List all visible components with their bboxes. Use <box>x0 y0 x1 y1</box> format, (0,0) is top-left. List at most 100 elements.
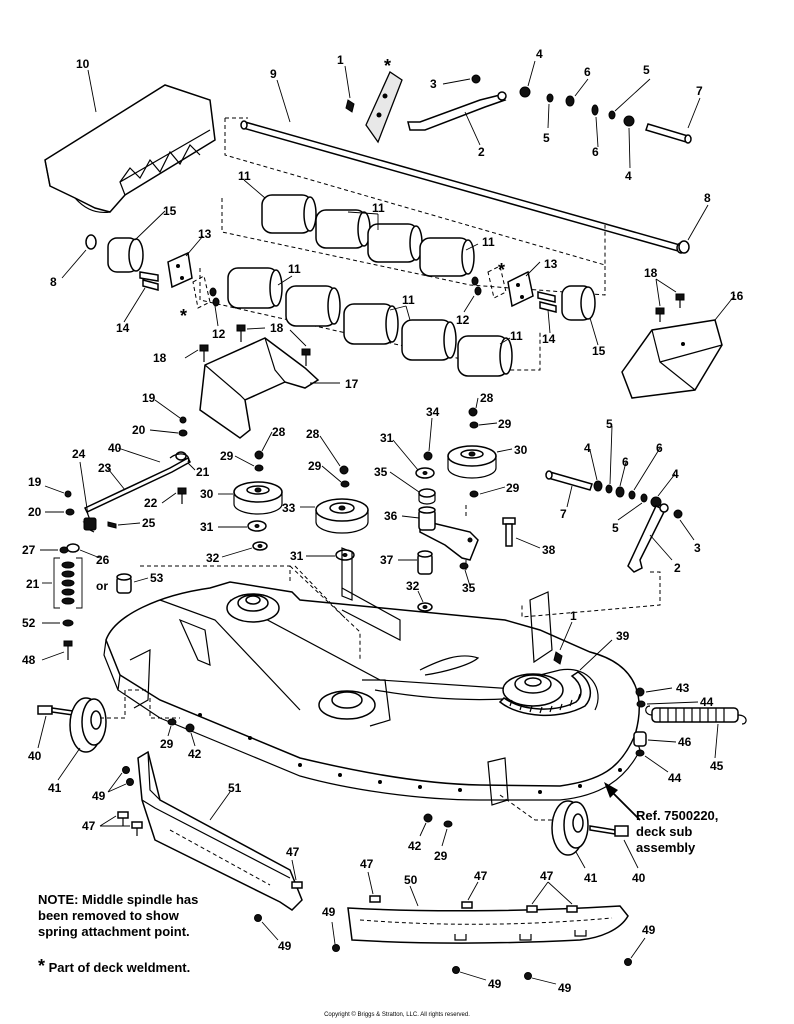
callout-8-left[interactable]: 8 <box>50 275 57 289</box>
part-29-washer-e[interactable] <box>167 718 177 726</box>
part-39-spring-guard[interactable] <box>498 671 592 716</box>
callout-38[interactable]: 38 <box>542 543 556 557</box>
callout-14-left[interactable]: 14 <box>116 321 130 335</box>
callout-15-right[interactable]: 15 <box>592 344 606 358</box>
callout-11-a[interactable]: 11 <box>238 169 251 183</box>
callout-41-left[interactable]: 41 <box>48 781 62 795</box>
part-20-washer-b[interactable] <box>65 508 75 516</box>
part-8-washer-right[interactable] <box>678 240 690 254</box>
part-2-arm-lower[interactable] <box>627 503 669 573</box>
callout-49-e[interactable]: 49 <box>488 977 502 991</box>
callout-7-top[interactable]: 7 <box>696 84 703 98</box>
part-6-bushing-b[interactable] <box>591 104 599 116</box>
callout-11-f[interactable]: 11 <box>510 329 523 343</box>
callout-29-b[interactable]: 29 <box>308 459 322 473</box>
part-35-bushing-a[interactable] <box>418 488 436 505</box>
part-38-bolt[interactable] <box>502 517 516 547</box>
callout-12-right[interactable]: 12 <box>456 313 470 327</box>
callout-24[interactable]: 24 <box>72 447 86 461</box>
callout-35-b[interactable]: 35 <box>462 581 476 595</box>
callout-30-b[interactable]: 30 <box>514 443 528 457</box>
callout-29-d[interactable]: 29 <box>506 481 520 495</box>
callout-5-top-b[interactable]: 5 <box>543 131 550 145</box>
callout-13-right[interactable]: 13 <box>544 257 558 271</box>
part-29-washer-a[interactable] <box>254 464 264 472</box>
part-33-pulley[interactable] <box>315 498 369 534</box>
part-15-wheel-right[interactable] <box>561 285 596 321</box>
part-47-bolt-c[interactable] <box>291 881 303 889</box>
callout-28-a[interactable]: 28 <box>272 425 286 439</box>
part-41-wheel-right[interactable] <box>551 800 589 856</box>
part-49-nut-f[interactable] <box>452 966 460 974</box>
callout-29-f[interactable]: 29 <box>434 849 448 863</box>
part-10-cover[interactable] <box>44 84 216 214</box>
callout-31-b[interactable]: 31 <box>290 549 304 563</box>
callout-40-upper[interactable]: 40 <box>108 441 122 455</box>
callout-29-a[interactable]: 29 <box>220 449 234 463</box>
part-52-washer[interactable] <box>62 619 74 627</box>
callout-33[interactable]: 33 <box>282 501 296 515</box>
callout-27[interactable]: 27 <box>22 543 36 557</box>
callout-40-left[interactable]: 40 <box>28 749 42 763</box>
callout-53[interactable]: 53 <box>150 571 164 585</box>
callout-42-a[interactable]: 42 <box>188 747 202 761</box>
part-47-bolt-a[interactable] <box>117 811 129 826</box>
part-1-clip[interactable] <box>345 99 355 113</box>
part-28-nut-c[interactable] <box>468 407 478 417</box>
part-3-nut[interactable] <box>471 74 481 84</box>
part-49-nut-a[interactable] <box>122 766 130 774</box>
part-11-roller-c[interactable] <box>367 223 423 263</box>
callout-44-b[interactable]: 44 <box>668 771 682 785</box>
part-11-roller-i[interactable] <box>457 335 513 377</box>
part-47-bolt-g[interactable] <box>566 905 578 913</box>
callout-52[interactable]: 52 <box>22 616 36 630</box>
callout-42-b[interactable]: 42 <box>408 839 422 853</box>
part-18-bolt-c[interactable] <box>301 348 311 366</box>
part-11-roller-g[interactable] <box>343 303 399 345</box>
callout-26[interactable]: 26 <box>96 553 110 567</box>
part-11-roller-d[interactable] <box>419 237 475 277</box>
callout-5-low-b[interactable]: 5 <box>612 521 619 535</box>
callout-17[interactable]: 17 <box>345 377 359 391</box>
callout-5-low-a[interactable]: 5 <box>606 417 613 431</box>
callout-49-a[interactable]: 49 <box>92 789 106 803</box>
callout-32-a[interactable]: 32 <box>206 551 220 565</box>
part-41-wheel-left[interactable] <box>69 697 107 753</box>
part-50-baffle[interactable] <box>347 905 629 944</box>
callout-31-c[interactable]: 31 <box>380 431 394 445</box>
callout-47-c[interactable]: 47 <box>360 857 374 871</box>
part-43-nut[interactable] <box>635 687 645 697</box>
callout-9[interactable]: 9 <box>270 67 277 81</box>
callout-5-top-a[interactable]: 5 <box>643 63 650 77</box>
callout-49-c[interactable]: 49 <box>322 905 336 919</box>
part-2-arm-upper[interactable] <box>407 91 507 131</box>
part-18-bolt-right-a[interactable] <box>675 293 685 308</box>
callout-11-c[interactable]: 11 <box>482 235 495 249</box>
part-17-bracket[interactable] <box>199 337 320 439</box>
part-42-nut-a[interactable] <box>185 723 195 733</box>
part-31-spacer-b[interactable] <box>335 549 355 561</box>
deck-weldment[interactable] <box>103 547 641 806</box>
callout-47-b[interactable]: 47 <box>286 845 300 859</box>
part-28-nut-a[interactable] <box>254 450 264 460</box>
part-26-washer[interactable] <box>66 543 80 553</box>
callout-44-a[interactable]: 44 <box>700 695 714 709</box>
callout-21-b[interactable]: 21 <box>26 577 40 591</box>
part-49-nut-e[interactable] <box>624 958 632 966</box>
callout-22[interactable]: 22 <box>144 496 158 510</box>
part-22-bolt[interactable] <box>177 487 187 504</box>
callout-45[interactable]: 45 <box>710 759 724 773</box>
callout-18-right[interactable]: 18 <box>644 266 658 280</box>
part-47-bolt-e[interactable] <box>461 901 473 909</box>
callout-6-top-b[interactable]: 6 <box>592 145 599 159</box>
callout-8-right[interactable]: 8 <box>704 191 711 205</box>
part-47-bolt-d[interactable] <box>369 895 381 903</box>
callout-15-left[interactable]: 15 <box>163 204 177 218</box>
part-42-nut-b[interactable] <box>423 813 433 823</box>
part-21-spacer-stack[interactable] <box>53 557 83 609</box>
part-36-idler-arm[interactable] <box>418 506 479 561</box>
part-5-ring-d[interactable] <box>640 493 648 503</box>
callout-48[interactable]: 48 <box>22 653 36 667</box>
part-20-washer-a[interactable] <box>178 429 188 437</box>
part-49-nut-c[interactable] <box>254 914 262 922</box>
